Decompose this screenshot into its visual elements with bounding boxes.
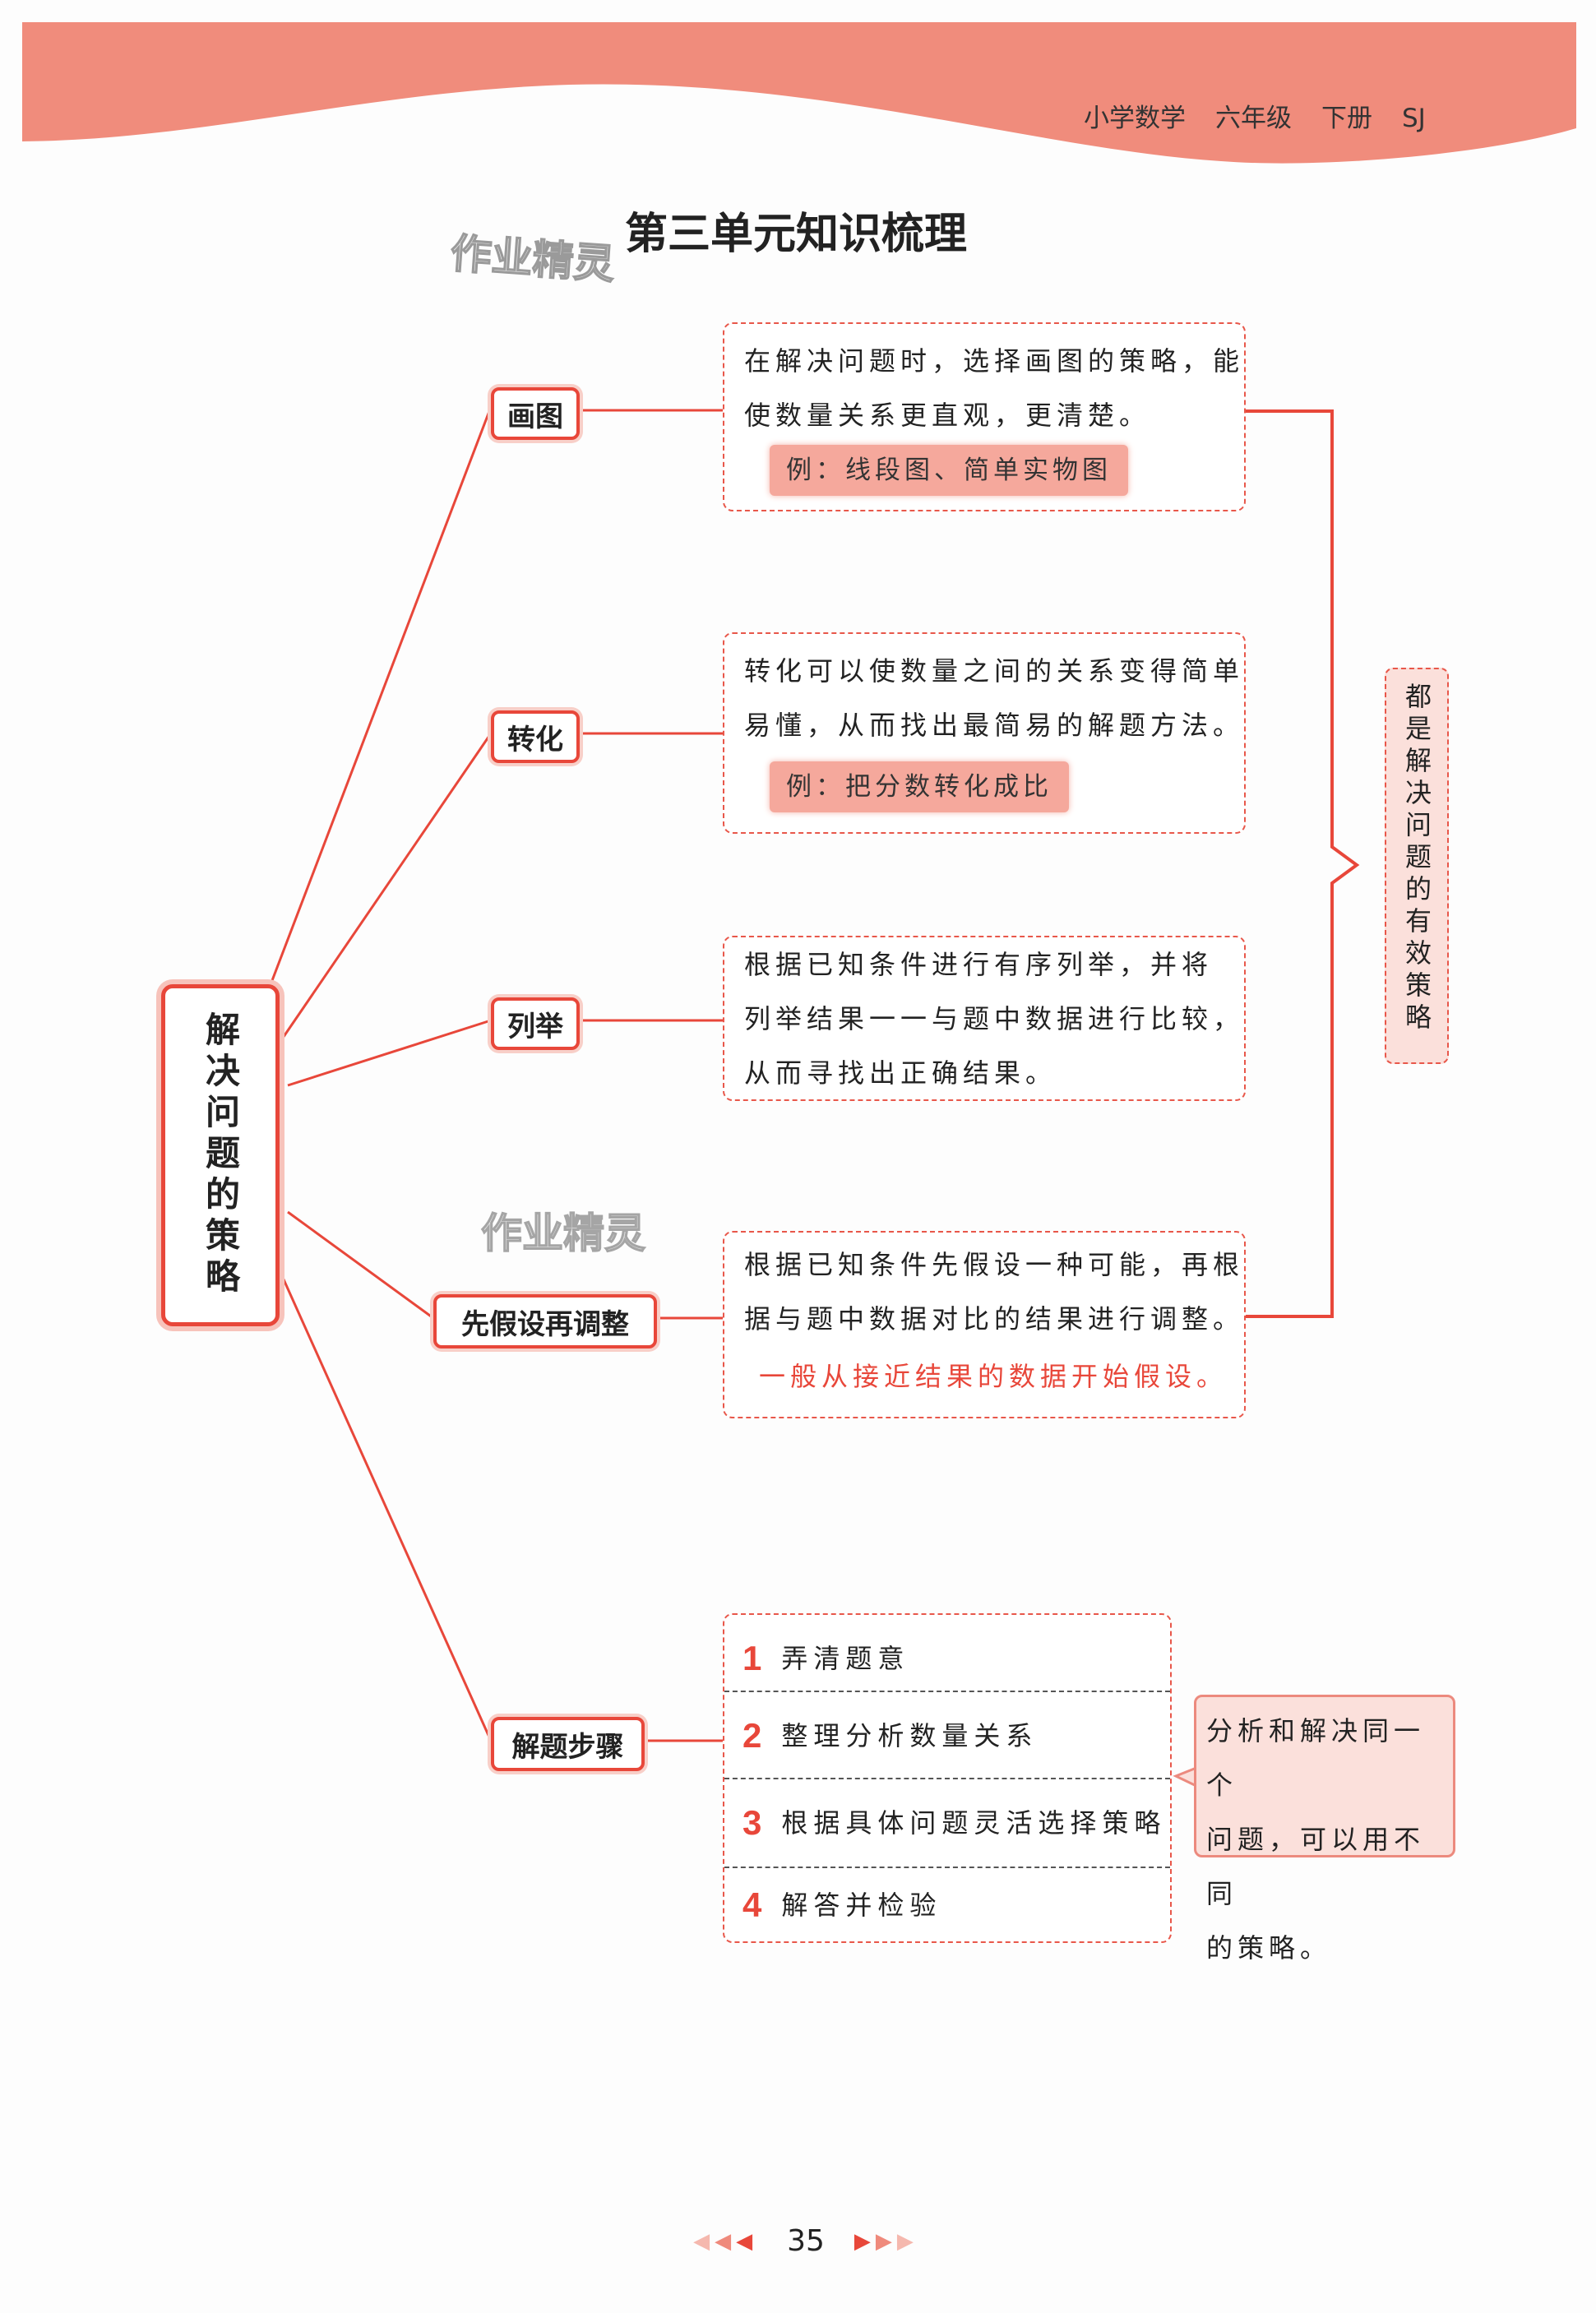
text-line: 根据已知条件先假设一种可能，再根	[744, 1249, 1245, 1280]
header-info: 小学数学六年级下册 SJ	[1084, 97, 1455, 134]
text-line: 列举结果一一与题中数据进行比较，	[744, 1003, 1245, 1034]
root-node: 解决问题的策略	[161, 984, 280, 1326]
page-number: 35	[787, 2224, 825, 2258]
tip-text: 一般从接近结果的数据开始假设。	[759, 1361, 1228, 1392]
watermark: 作业精灵	[448, 229, 617, 289]
step-text: 解答并检验	[781, 1890, 942, 1921]
step-number: 1	[742, 1639, 762, 1677]
branch-label: 解题步骤	[491, 1717, 645, 1771]
text-line: 使数量关系更直观，更清楚。	[744, 400, 1151, 431]
step-item: 4 解答并检验	[724, 1862, 1170, 1949]
step-item: 3 根据具体问题灵活选择策略	[724, 1779, 1170, 1867]
step-number: 3	[742, 1803, 762, 1842]
volume: 下册	[1321, 104, 1372, 133]
page-title: 第三单元知识梳理	[625, 210, 968, 259]
text-line: 从而寻找出正确结果。	[744, 1057, 1057, 1089]
note-line: 问题，可以用不同	[1206, 1824, 1426, 1909]
summary-text: 都是解决问题的有效策略	[1401, 682, 1432, 1035]
example-highlight: 例：线段图、简单实物图	[770, 445, 1128, 496]
connector-lieju	[287, 1019, 492, 1087]
connector-buzhou	[278, 1270, 493, 1742]
root-label: 解决问题的策略	[200, 1011, 241, 1299]
grade: 六年级	[1215, 104, 1292, 133]
branch-label: 转化	[491, 710, 580, 763]
note-line: 分析和解决同一个	[1206, 1715, 1426, 1801]
header-band	[22, 22, 1576, 164]
step-text: 根据具体问题灵活选择策略	[781, 1807, 1167, 1839]
divider	[724, 1778, 1170, 1779]
connector-zhuanhua	[278, 733, 493, 1043]
left-arrows-icon: ◀◀◀	[693, 2228, 758, 2254]
step-text: 弄清题意	[781, 1643, 910, 1674]
step-item: 1 弄清题意	[724, 1615, 1170, 1702]
content-box: 在解决问题时，选择画图的策略，能 使数量关系更直观，更清楚。 例：线段图、简单实…	[723, 322, 1246, 511]
content-box: 根据已知条件进行有序列举，并将 列举结果一一与题中数据进行比较， 从而寻找出正确…	[723, 936, 1246, 1101]
example-highlight: 例：把分数转化成比	[770, 761, 1069, 812]
branch-label: 列举	[491, 997, 580, 1050]
divider	[724, 1867, 1170, 1868]
step-number: 2	[742, 1716, 762, 1755]
text-line: 据与题中数据对比的结果进行调整。	[744, 1303, 1245, 1335]
page-footer: ◀◀◀ 35 ▶▶▶	[674, 2224, 937, 2258]
steps-box: 1 弄清题意 2 整理分析数量关系 3 根据具体问题灵活选择策略 4 解答并检验	[723, 1613, 1172, 1943]
steps-note: 分析和解决同一个 问题，可以用不同 的策略。	[1194, 1695, 1455, 1964]
connector-huatu	[270, 406, 493, 983]
content-box: 根据已知条件先假设一种可能，再根 据与题中数据对比的结果进行调整。 一般从接近结…	[723, 1231, 1246, 1418]
content-box: 转化可以使数量之间的关系变得简单 易懂，从而找出最简易的解题方法。 例：把分数转…	[723, 632, 1246, 834]
step-number: 4	[742, 1885, 762, 1924]
right-arrows-icon: ▶▶▶	[854, 2228, 918, 2254]
watermark: 作业精灵	[480, 1209, 646, 1258]
subject: 小学数学	[1084, 104, 1186, 133]
branch-label: 画图	[491, 387, 580, 440]
bracket	[1246, 409, 1360, 1318]
text-line: 在解决问题时，选择画图的策略，能	[744, 345, 1245, 377]
text-line: 根据已知条件进行有序列举，并将	[744, 949, 1214, 980]
edition: SJ	[1402, 104, 1426, 133]
text-line: 转化可以使数量之间的关系变得简单	[744, 655, 1245, 687]
connector-jiashe	[287, 1210, 434, 1320]
branch-label: 先假设再调整	[433, 1294, 657, 1348]
summary-label: 都是解决问题的有效策略	[1385, 668, 1449, 1064]
step-item: 2 整理分析数量关系	[724, 1692, 1170, 1779]
note-line: 的策略。	[1206, 1932, 1332, 1964]
text-line: 易懂，从而找出最简易的解题方法。	[744, 710, 1245, 741]
divider	[724, 1691, 1170, 1692]
step-text: 整理分析数量关系	[781, 1720, 1039, 1751]
